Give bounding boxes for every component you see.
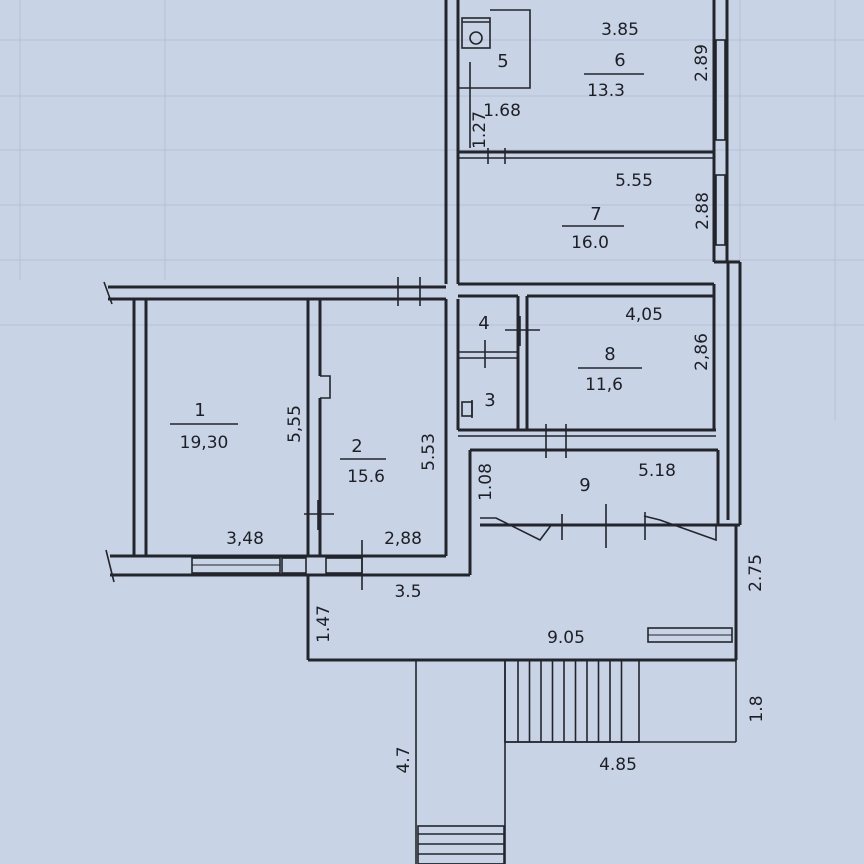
room-6-area: 13.3	[587, 81, 625, 101]
door-marks	[304, 62, 717, 590]
room-1-area: 19,30	[180, 433, 229, 453]
paper-grid	[0, 0, 864, 420]
walkway-stairs	[417, 825, 505, 864]
room-2-area: 15.6	[347, 467, 385, 487]
dim-5-53: 5.53	[419, 433, 439, 471]
dim-2-89: 2.89	[692, 44, 712, 82]
fixtures	[461, 9, 531, 418]
room-9-number: 9	[579, 475, 590, 496]
dim-5-18: 5.18	[638, 461, 676, 481]
dim-1-27: 1.27	[470, 111, 490, 149]
dim-5-55-top: 5.55	[615, 171, 653, 191]
room-1-number: 1	[194, 400, 205, 421]
dim-2-88-bottom: 2,88	[384, 529, 422, 549]
dim-1-08: 1.08	[476, 463, 496, 501]
dim-2-86: 2,86	[692, 333, 712, 371]
room-labels: 5 6 13.3 7 16.0 4 3 8 11,6 1 19,30 2 15.…	[170, 50, 644, 496]
room-6-number: 6	[614, 50, 625, 71]
room-2-number: 2	[351, 436, 362, 457]
dim-9-05: 9.05	[547, 628, 585, 648]
dim-2-88-right: 2.88	[693, 192, 713, 230]
dim-2-75: 2.75	[746, 554, 766, 592]
room-7-area: 16.0	[571, 233, 609, 253]
dim-3-5: 3.5	[394, 582, 421, 602]
dimension-labels: 3.85 2.89 1.68 1.27 5.55 2.88 4,05 2,86 …	[226, 20, 767, 775]
dim-4-7: 4.7	[394, 746, 414, 773]
dim-4-85: 4.85	[599, 755, 637, 775]
room-3-number: 3	[484, 390, 495, 411]
dim-3-85: 3.85	[601, 20, 639, 40]
dim-1-47: 1.47	[314, 605, 334, 643]
main-stairs	[504, 659, 640, 743]
dim-1-68: 1.68	[483, 101, 521, 121]
room-7-number: 7	[590, 204, 601, 225]
dim-3-48: 3,48	[226, 529, 264, 549]
dim-1-8: 1.8	[747, 695, 767, 722]
room-5-number: 5	[497, 51, 508, 72]
dim-5-55-left: 5,55	[285, 405, 305, 443]
room-8-area: 11,6	[585, 375, 623, 395]
room-4-number: 4	[478, 313, 489, 334]
walls	[103, 0, 742, 662]
room-8-number: 8	[604, 344, 615, 365]
dim-4-05: 4,05	[625, 305, 663, 325]
